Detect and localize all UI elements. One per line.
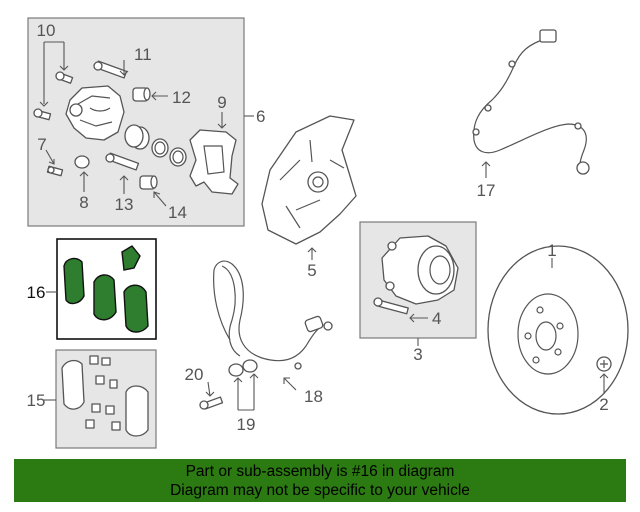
callout-11: 11 [134, 45, 152, 64]
rotor-screw [596, 356, 612, 372]
callout-3: 3 [413, 345, 422, 364]
callout-8: 8 [79, 193, 88, 212]
hub-bolt [373, 297, 409, 315]
callout-20: 20 [185, 365, 204, 384]
callout-9: 9 [217, 93, 226, 112]
sensor-bolt [199, 396, 224, 410]
banner-line-2: Diagram may not be specific to your vehi… [170, 482, 470, 499]
callout-16: 16 [27, 283, 46, 302]
bleeder-cap [74, 155, 90, 169]
guide-pin-boot-lower [139, 175, 158, 190]
brake-pad-middle [93, 274, 117, 321]
sensor-plug [304, 315, 324, 333]
fitment-notice-banner: Part or sub-assembly is #16 in diagram D… [14, 459, 626, 502]
brake-pad-inner [63, 257, 85, 305]
callout-2: 2 [599, 395, 608, 414]
callout-13: 13 [115, 195, 134, 214]
guide-pin-upper [93, 60, 128, 79]
callout-1: 1 [547, 241, 556, 260]
caliper-bracket [189, 129, 239, 195]
guide-pin-boot-upper [132, 87, 151, 102]
callout-15: 15 [27, 391, 46, 410]
callout-10: 10 [37, 21, 56, 40]
callout-18: 18 [304, 387, 323, 406]
caliper-bolt-lower [33, 108, 52, 121]
callout-6: 6 [256, 107, 265, 126]
callout-17: 17 [477, 181, 496, 200]
brake-pad-shim [121, 245, 141, 271]
caliper-bolt-upper [55, 71, 74, 84]
abs-wheel-sensor-17 [473, 37, 587, 173]
brake-rotor [487, 245, 629, 415]
callout-12: 12 [172, 88, 191, 107]
callout-5: 5 [307, 261, 316, 280]
caliper-body [65, 85, 125, 141]
sensor-connector [539, 29, 557, 43]
sensor-clip [228, 359, 258, 377]
anti-rattle-pad-right [125, 385, 149, 437]
callout-4: 4 [432, 309, 441, 328]
brake-pad-outer [123, 284, 149, 333]
banner-line-1: Part or sub-assembly is #16 in diagram [185, 463, 455, 480]
caliper-piston [124, 124, 150, 150]
callout-7: 7 [37, 135, 46, 154]
wheel-hub-bearing [381, 235, 459, 305]
callout-14: 14 [168, 203, 187, 222]
abs-wheel-sensor-18 [213, 260, 323, 362]
guide-pin-lower [105, 152, 140, 171]
callout-19: 19 [237, 415, 256, 434]
pad-clips [85, 355, 121, 431]
anti-rattle-pad-left [61, 359, 85, 410]
bleeder-screw [46, 165, 64, 177]
